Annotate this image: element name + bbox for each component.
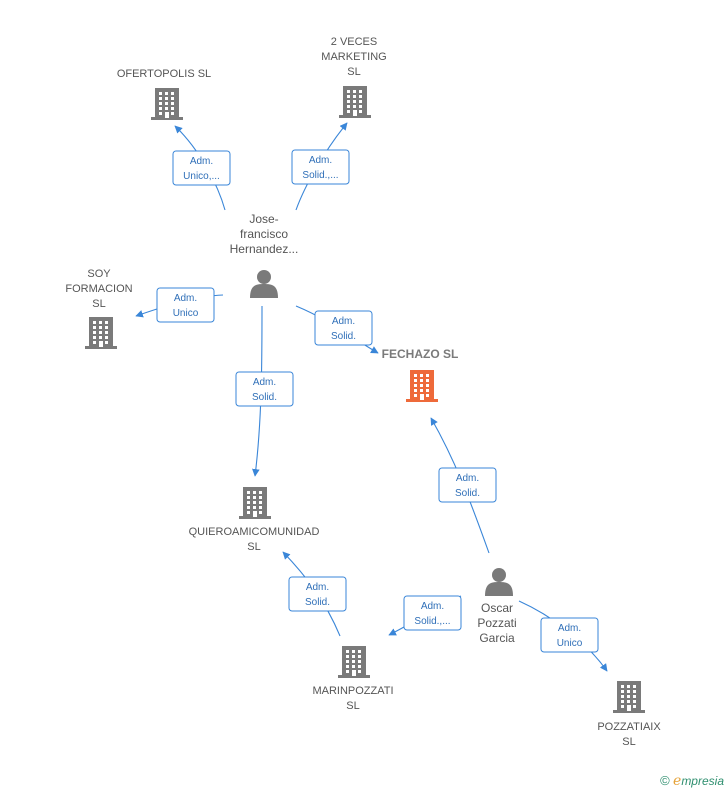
edge-oscar-pozzatiaix: Adm. Unico — [518, 600, 608, 672]
edge-label-text: Adm. — [174, 293, 197, 304]
node-label: francisco — [240, 227, 288, 241]
node-label: POZZATIAIX — [597, 721, 661, 733]
edge-label-box[interactable] — [172, 150, 231, 186]
node-label: MARINPOZZATI — [312, 685, 393, 697]
person-icon[interactable] — [250, 270, 278, 298]
node-label: Hernandez... — [230, 242, 299, 256]
node-label: Jose- — [249, 212, 278, 226]
node-label: FORMACION — [65, 283, 132, 295]
edge-label-text: Solid. — [305, 597, 330, 608]
node-label: FECHAZO SL — [382, 347, 459, 361]
building-icon[interactable] — [339, 86, 371, 118]
edge-jose-fechazo: Adm. Solid. — [295, 305, 379, 354]
edge-label-text: Adm. — [558, 623, 581, 634]
node-jose[interactable]: Jose-franciscoHernandez... — [230, 212, 299, 298]
node-label: SL — [347, 66, 360, 78]
node-quiero[interactable]: QUIEROAMICOMUNIDAD SL — [189, 487, 320, 553]
edge-label-box[interactable] — [291, 149, 350, 185]
edge-label-text: Adm. — [306, 582, 329, 593]
node-pozzatiaix[interactable]: POZZATIAIX SL — [597, 681, 661, 748]
edge-jose-veces: Adm. Solid.,... — [291, 122, 350, 211]
building-icon[interactable] — [85, 317, 117, 349]
building-icon[interactable] — [239, 487, 271, 519]
edge-label-box[interactable] — [314, 310, 373, 346]
edge-label-text: Solid.,... — [414, 616, 450, 627]
node-label: QUIEROAMICOMUNIDAD — [189, 526, 320, 538]
edge-label-text: Unico — [557, 638, 583, 649]
building-icon[interactable] — [338, 646, 370, 678]
node-label: Garcia — [479, 631, 515, 645]
node-ofertopolis[interactable]: OFERTOPOLIS SL — [117, 68, 211, 120]
node-label: SL — [92, 298, 105, 310]
node-label: SL — [346, 700, 359, 712]
node-soy[interactable]: SOY FORMACION SL — [65, 268, 133, 349]
edge-label-box[interactable] — [438, 467, 497, 503]
edge-label-text: Adm. — [421, 601, 444, 612]
edge-oscar-fechazo: Adm. Solid. — [430, 417, 497, 554]
edge-oscar-marin: Adm. Solid.,... — [388, 595, 462, 636]
brand-name: mpresia — [681, 774, 724, 788]
edge-label-text: Solid. — [252, 392, 277, 403]
edge-label-text: Solid.,... — [302, 170, 338, 181]
node-label: Oscar — [481, 601, 513, 615]
node-label: OFERTOPOLIS SL — [117, 68, 211, 80]
node-label: SL — [622, 736, 635, 748]
copyright-symbol: © — [660, 773, 670, 788]
building-icon[interactable] — [406, 370, 438, 402]
edge-label-text: Unico — [173, 308, 199, 319]
edge-label-text: Adm. — [190, 156, 213, 167]
edge-label-box[interactable] — [288, 576, 347, 612]
node-label: MARKETING — [321, 51, 386, 63]
node-fechazo[interactable]: FECHAZO SL — [382, 347, 459, 402]
node-label: Pozzati — [477, 616, 516, 630]
edge-marin-quiero: Adm. Solid. — [282, 551, 347, 637]
node-label: SL — [247, 541, 260, 553]
node-label: SOY — [87, 268, 111, 280]
edge-label-text: Adm. — [332, 316, 355, 327]
building-icon[interactable] — [151, 88, 183, 120]
person-icon[interactable] — [485, 568, 513, 596]
edge-label-text: Adm. — [309, 155, 332, 166]
edge-label-text: Solid. — [455, 488, 480, 499]
brand-initial: e — [673, 773, 682, 789]
edge-label-text: Adm. — [456, 473, 479, 484]
edge-jose-quiero: Adm. Solid. — [235, 305, 294, 477]
edge-jose-ofertopolis: Adm. Unico,... — [172, 125, 231, 211]
edge-label-box[interactable] — [403, 595, 462, 631]
edge-jose-soy: Adm. Unico — [135, 287, 224, 323]
edge-label-box[interactable] — [235, 371, 294, 407]
edge-label-text: Solid. — [331, 331, 356, 342]
edge-label-box[interactable] — [540, 617, 599, 653]
building-icon[interactable] — [613, 681, 645, 713]
node-label: 2 VECES — [331, 36, 377, 48]
footer-brand: © empresia — [660, 773, 724, 789]
edge-label-box[interactable] — [156, 287, 215, 323]
node-veces[interactable]: 2 VECES MARKETING SL — [321, 36, 387, 118]
edge-label-text: Adm. — [253, 377, 276, 388]
edge-label-text: Unico,... — [183, 171, 220, 182]
node-marin[interactable]: MARINPOZZATI SL — [312, 646, 394, 712]
